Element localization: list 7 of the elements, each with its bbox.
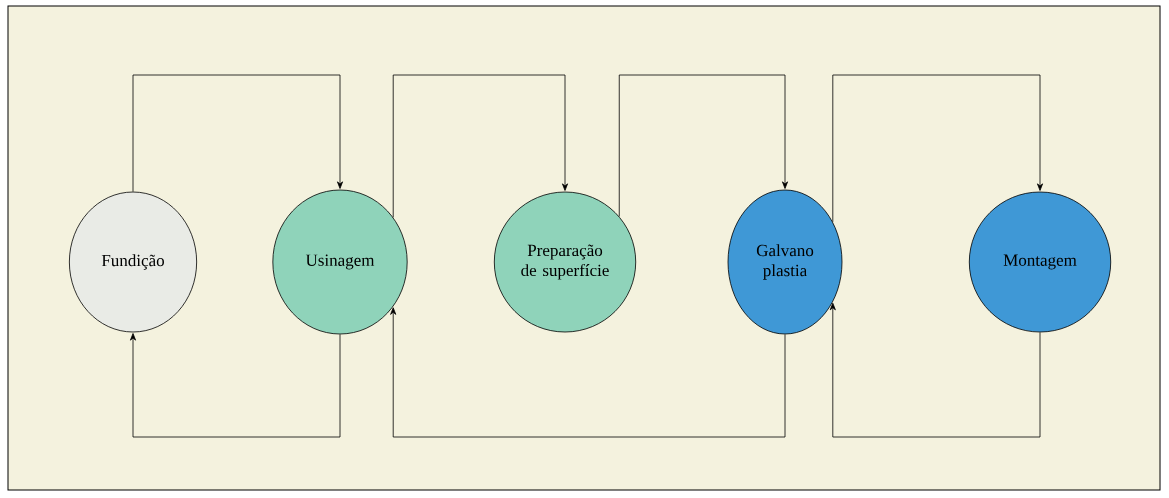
- arrow: [392, 74, 568, 218]
- arrow: [832, 74, 1043, 223]
- arrow: [390, 307, 786, 438]
- arrow: [618, 74, 788, 217]
- arrow: [130, 333, 341, 438]
- arrow: [132, 74, 343, 192]
- arrow: [829, 302, 1041, 438]
